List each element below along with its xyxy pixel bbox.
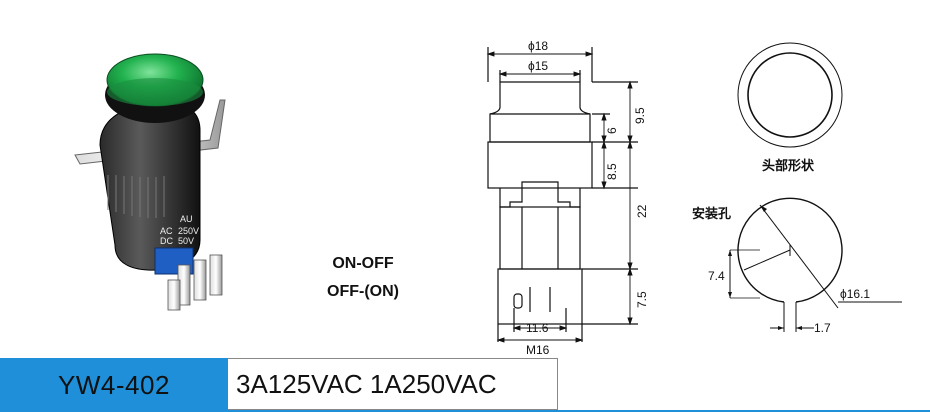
rating-box: 3A125VAC 1A250VAC xyxy=(228,358,558,410)
model-number: YW4-402 xyxy=(58,369,170,400)
dim-body-height: 22 xyxy=(635,204,649,218)
mounting-hole-outline xyxy=(737,197,843,303)
dim-terminal-height: 7.5 xyxy=(635,291,649,308)
dim-head-height: 9.5 xyxy=(633,107,647,124)
photo-marking-250v: 250V xyxy=(178,226,199,236)
front-view-svg: ϕ18 ϕ15 9.5 6 8.5 22 7.5 11.6 M16 xyxy=(486,39,649,357)
mounting-hole-label: 安装孔 xyxy=(692,206,731,222)
photo-brand: AU xyxy=(180,214,193,224)
head-outer-circle xyxy=(737,42,843,148)
switch-illustration: AU AC DC 250V 50V xyxy=(74,53,226,311)
mode-on-off: ON-OFF xyxy=(332,255,394,272)
dim-hole-diameter: ϕ16.1 xyxy=(840,287,870,301)
dim-key-width: 1.7 xyxy=(814,321,831,335)
head-shape-label: 头部形状 xyxy=(762,158,815,174)
product-photo: AU AC DC 250V 50V xyxy=(60,40,260,320)
head-mounting-svg: 头部形状 安装孔 ϕ16.1 7.4 1.7 xyxy=(692,42,902,335)
dim-pin-spacing: 11.6 xyxy=(526,321,549,335)
dim-outer-diameter: ϕ18 xyxy=(528,39,548,53)
dim-cap-height: 6 xyxy=(605,127,619,134)
dim-hole-flat: 7.4 xyxy=(708,269,725,283)
rating-text: 3A125VAC 1A250VAC xyxy=(236,368,497,399)
photo-marking-dc: DC xyxy=(160,236,173,246)
dim-thread: M16 xyxy=(526,343,550,357)
dim-inner-diameter: ϕ15 xyxy=(528,59,548,73)
mode-off-on: OFF-(ON) xyxy=(327,283,399,300)
switch-modes: ON-OFF OFF-(ON) xyxy=(308,250,418,306)
photo-marking-ac: AC xyxy=(160,226,173,236)
head-and-mounting-drawing: 头部形状 安装孔 ϕ16.1 7.4 1.7 xyxy=(690,40,915,350)
head-inner-circle xyxy=(747,52,833,138)
dim-collar-height: 8.5 xyxy=(605,163,619,180)
front-view-drawing: ϕ18 ϕ15 9.5 6 8.5 22 7.5 11.6 M16 xyxy=(470,32,680,362)
model-badge: YW4-402 xyxy=(0,358,228,412)
footer-accent-line xyxy=(0,410,930,412)
photo-marking-50v: 50V xyxy=(178,236,194,246)
